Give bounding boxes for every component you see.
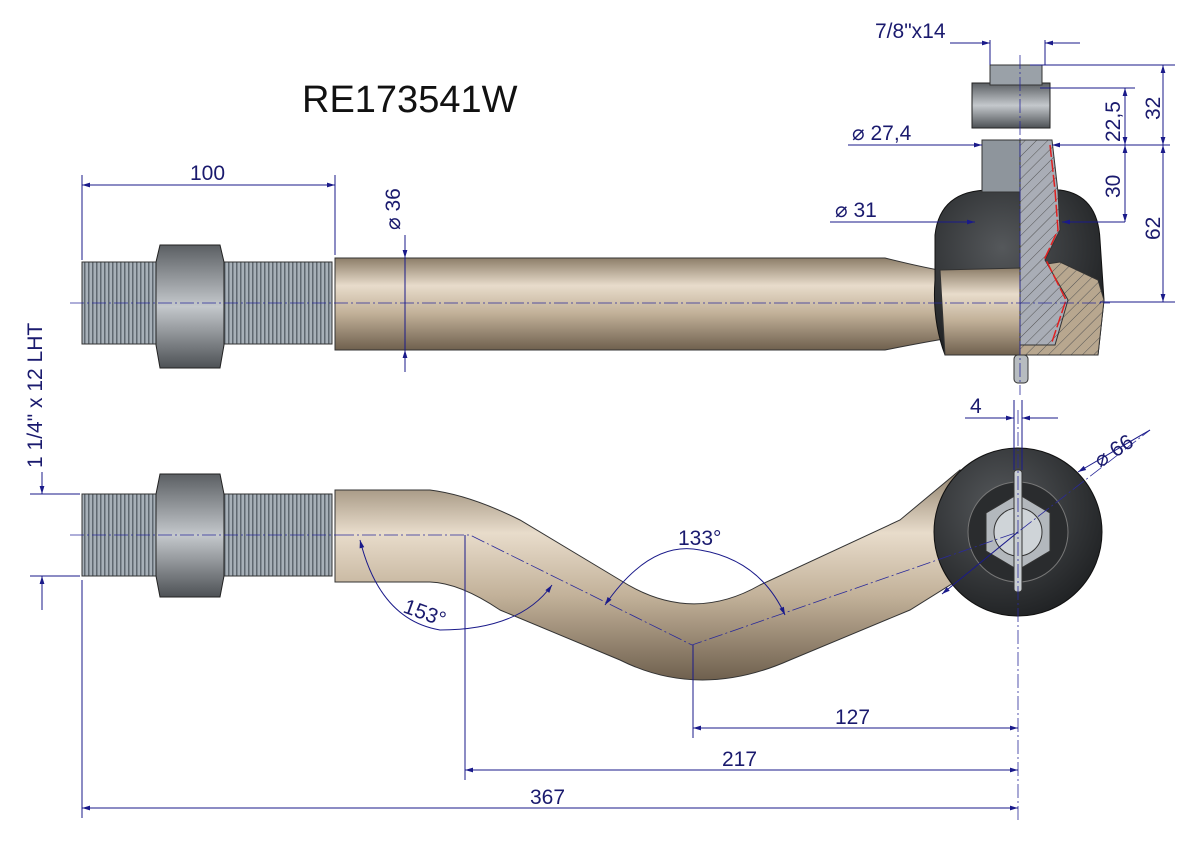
dim-head-diameter: ⌀ 66 <box>1090 430 1138 472</box>
dim-overall-length: 367 <box>530 786 565 809</box>
dim-offset-127: 127 <box>835 706 870 729</box>
dim-head-height: 62 <box>1142 217 1165 240</box>
dim-thread-spec: 1 1/4" x 12 LHT <box>24 323 47 468</box>
dim-thread-length: 100 <box>190 162 225 185</box>
part-number-title: RE173541W <box>302 79 518 121</box>
dim-stud-diameter: ⌀ 27,4 <box>852 122 912 145</box>
stud-section <box>1019 139 1069 346</box>
angle-133: 133° <box>678 527 721 550</box>
dim-taper-diameter: ⌀ 31 <box>835 199 877 222</box>
bend-centerline <box>340 429 1151 646</box>
dim-rod-diameter: ⌀ 36 <box>382 188 405 230</box>
dim-taper-length: 30 <box>1102 175 1125 198</box>
grease-fitting <box>1013 354 1029 384</box>
dim-pin-width: 4 <box>970 395 982 418</box>
rod-body <box>334 257 951 351</box>
dim-stud-length: 32 <box>1142 97 1165 120</box>
bottom-view <box>70 410 1151 820</box>
socket-housing <box>939 267 1021 356</box>
stud-taper <box>981 139 1021 193</box>
dim-offset-217: 217 <box>722 748 757 771</box>
jam-nut <box>155 244 225 369</box>
bent-rod-body <box>334 469 991 681</box>
stud-thread-tip <box>989 64 1043 86</box>
section-outline <box>1044 144 1067 343</box>
dim-nut-height: 22,5 <box>1102 101 1125 142</box>
castle-nut <box>971 82 1051 129</box>
jam-nut <box>155 473 225 598</box>
top-view <box>70 55 1110 395</box>
dim-stud-thread: 7/8"x14 <box>875 20 946 43</box>
